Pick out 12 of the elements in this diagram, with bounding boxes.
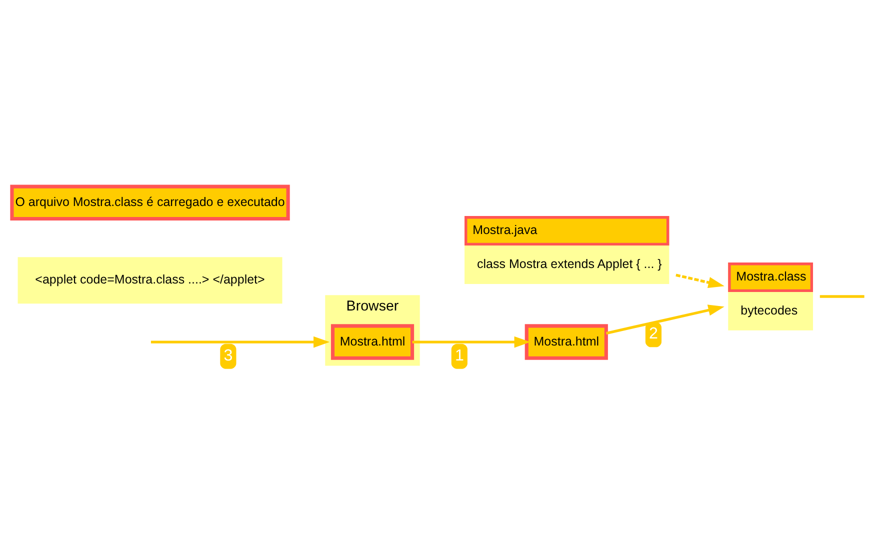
node-box: Mostra.html	[330, 324, 414, 360]
arrow	[606, 304, 724, 334]
arrow	[412, 336, 530, 348]
connector	[820, 294, 864, 298]
arrow	[150, 336, 330, 348]
edge-label: 3	[224, 346, 233, 364]
node-box: Mostra.html	[524, 324, 608, 360]
node-box: O arquivo Mostra.class é carregado e executado	[10, 184, 290, 220]
edge-label: 1	[454, 346, 464, 364]
arrow	[676, 273, 724, 288]
node-box: <applet code=Mostra.class ....> </applet>	[18, 256, 282, 304]
edge-label: 2	[649, 324, 658, 342]
